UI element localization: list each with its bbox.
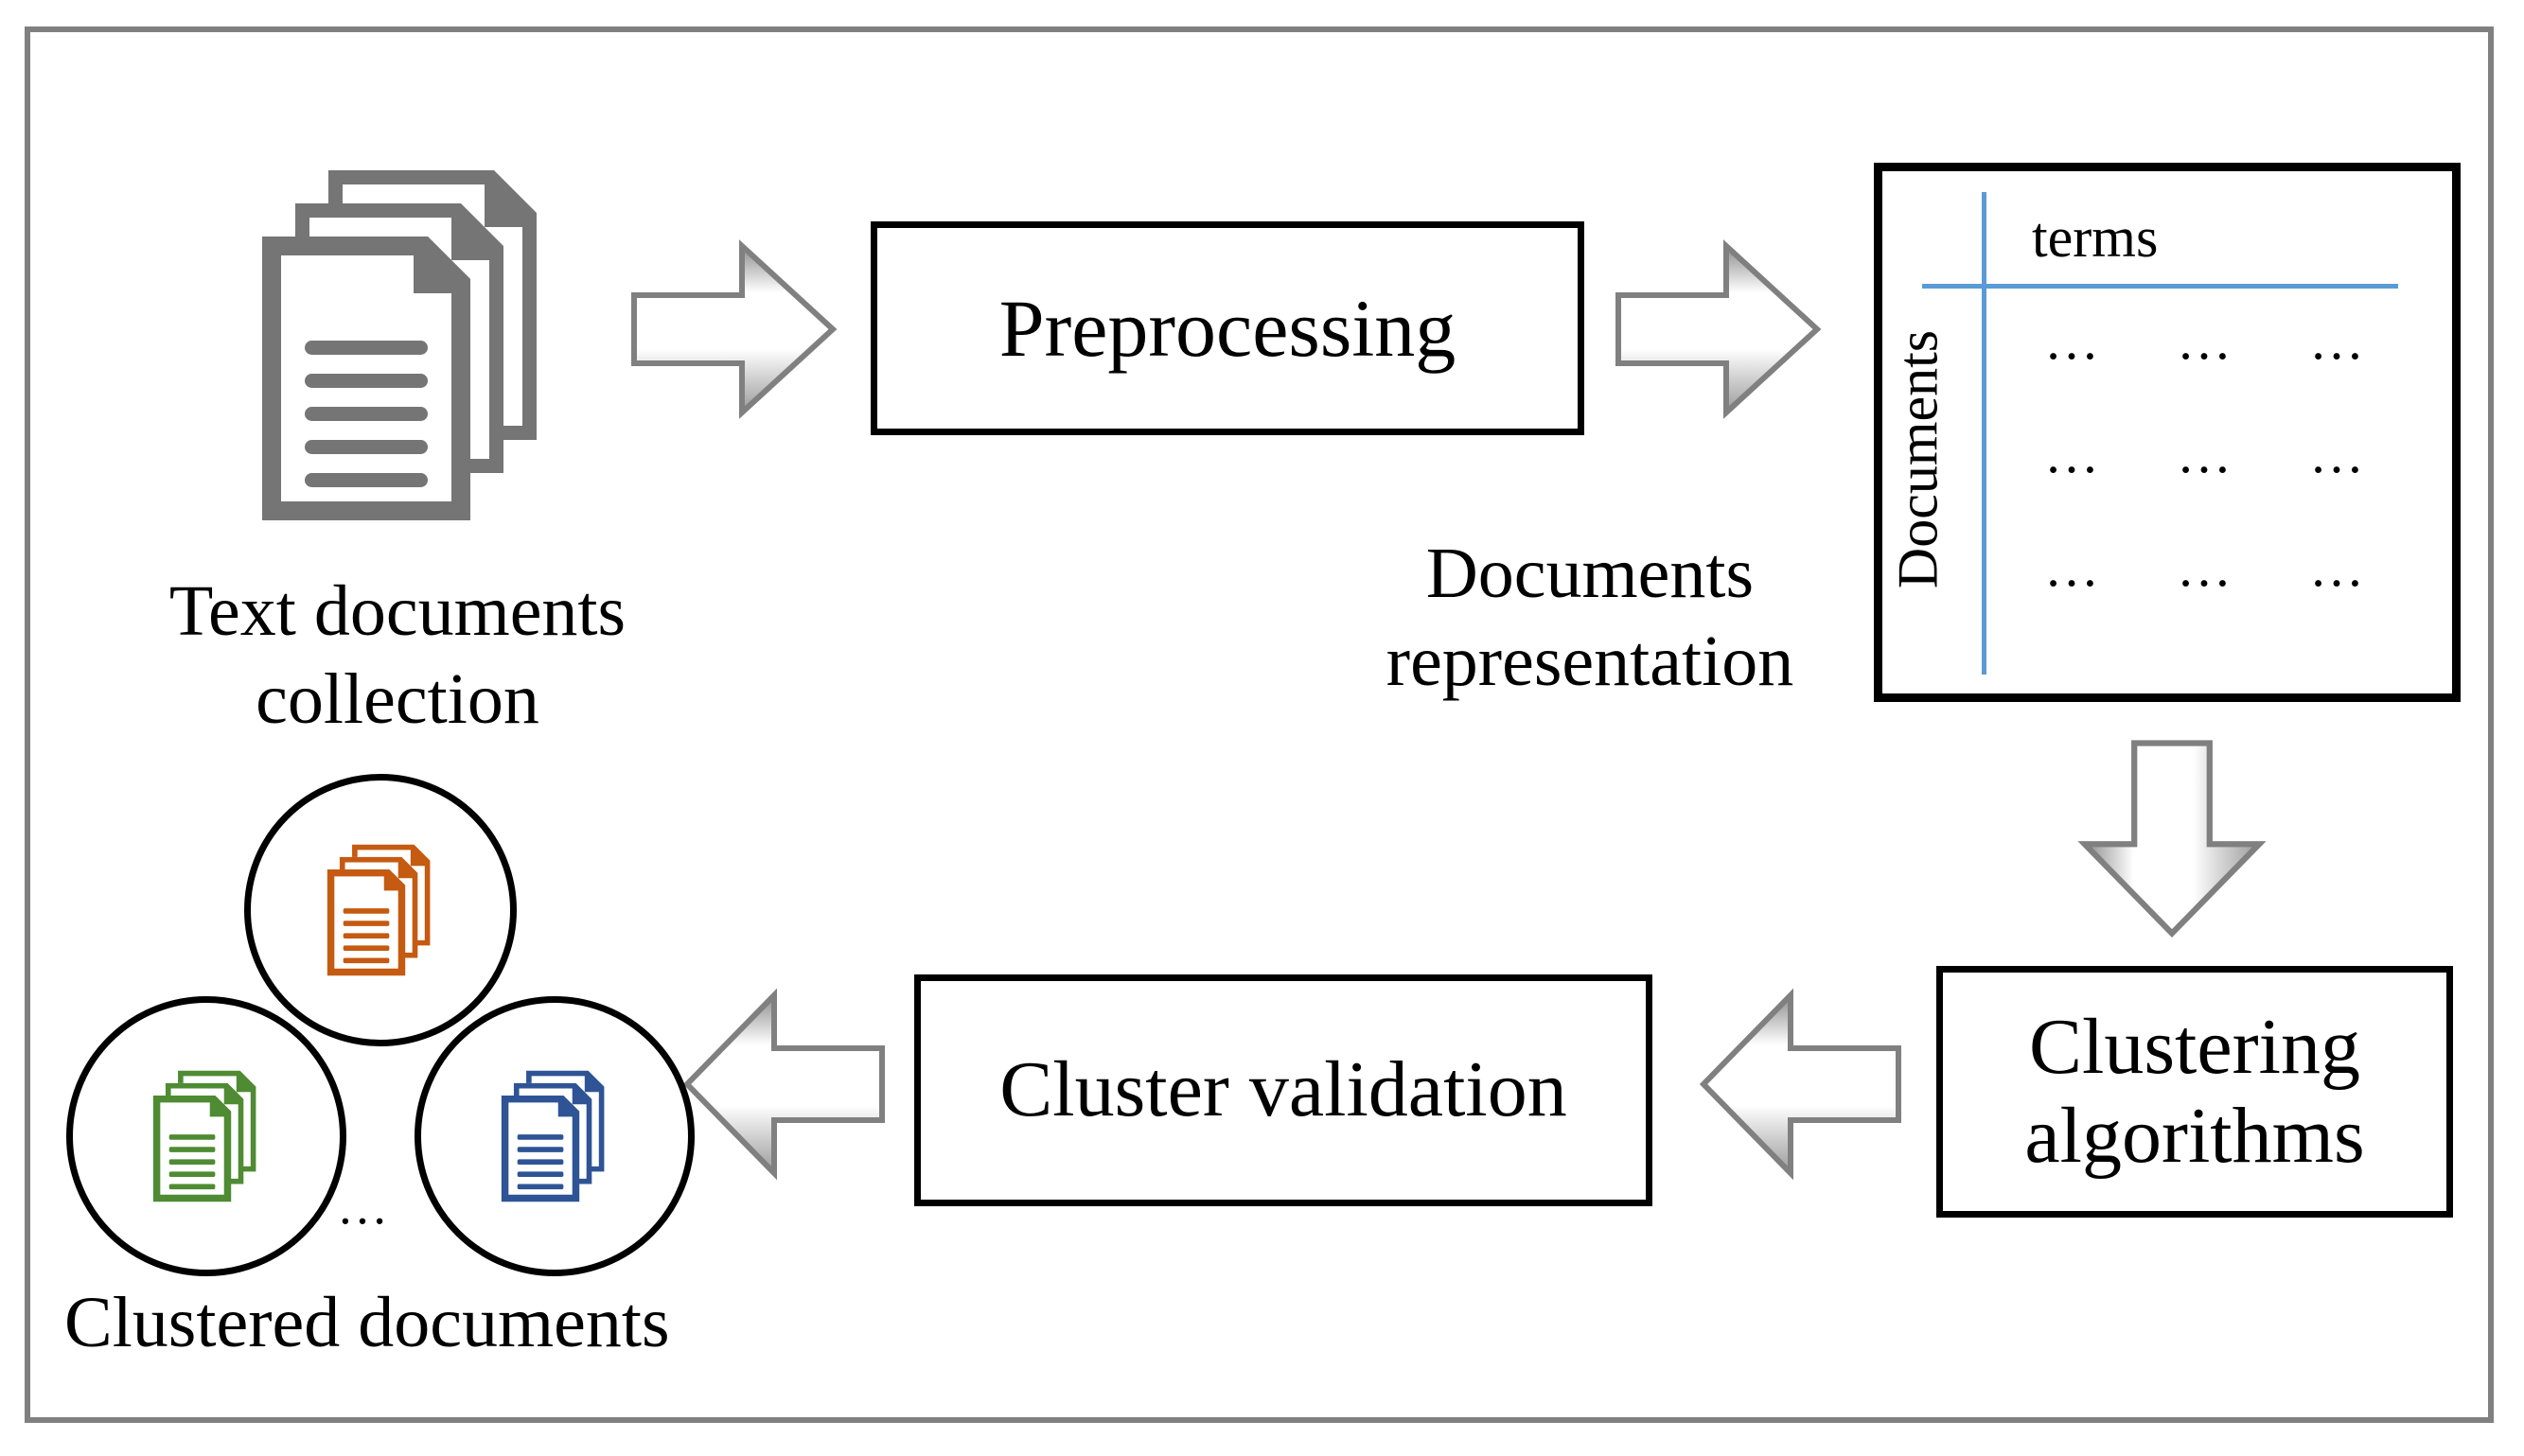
matrix-cell: … (2044, 423, 2099, 484)
matrix-cell: … (2309, 536, 2364, 598)
cluster-circle-green[interactable] (66, 996, 346, 1276)
preprocessing-box[interactable]: Preprocessing (871, 221, 1584, 435)
text-documents-collection-label: Text documents collection (168, 571, 627, 739)
arrow-left-icon (1694, 984, 1908, 1184)
matrix-cell: … (2309, 423, 2364, 484)
matrix-cell: … (2177, 423, 2232, 484)
matrix-cell: … (2177, 536, 2232, 598)
arrow-right-icon (625, 235, 842, 424)
document-term-matrix: terms Documents … … … … … … … … … (1874, 163, 2461, 702)
preprocessing-label: Preprocessing (998, 282, 1456, 374)
documents-representation-label: Documents representation (1386, 534, 1794, 701)
clustered-documents-label: Clustered documents (64, 1283, 670, 1362)
matrix-cell: … (2044, 309, 2099, 371)
matrix-cell: … (2309, 309, 2364, 371)
cluster-validation-box[interactable]: Cluster validation (914, 974, 1652, 1206)
document-stack-icon (327, 844, 431, 976)
matrix-horizontal-axis (1922, 284, 2398, 289)
cluster-circle-orange[interactable] (244, 774, 517, 1046)
matrix-cell-grid: … … … … … … … … … (2005, 313, 2403, 654)
matrix-cell: … (2044, 536, 2099, 598)
document-stack-icon (152, 1070, 256, 1202)
cluster-circle-blue[interactable] (415, 996, 695, 1276)
matrix-vertical-axis (1982, 192, 1986, 675)
matrix-cell: … (2177, 309, 2232, 371)
cluster-ellipsis-label: … (337, 1178, 388, 1235)
clustering-algorithms-label: Clustering algorithms (2024, 1002, 2365, 1180)
arrow-right-icon (1609, 235, 1827, 424)
arrow-down-icon (2073, 733, 2271, 943)
cluster-validation-label: Cluster validation (999, 1045, 1567, 1134)
arrow-left-icon (678, 984, 891, 1184)
matrix-terms-axis-label: terms (2032, 206, 2159, 269)
document-stack-icon (501, 1070, 605, 1202)
document-stack-icon (248, 161, 560, 530)
clustering-algorithms-box[interactable]: Clustering algorithms (1936, 966, 2453, 1218)
matrix-documents-axis-label: Documents (1886, 329, 1950, 589)
